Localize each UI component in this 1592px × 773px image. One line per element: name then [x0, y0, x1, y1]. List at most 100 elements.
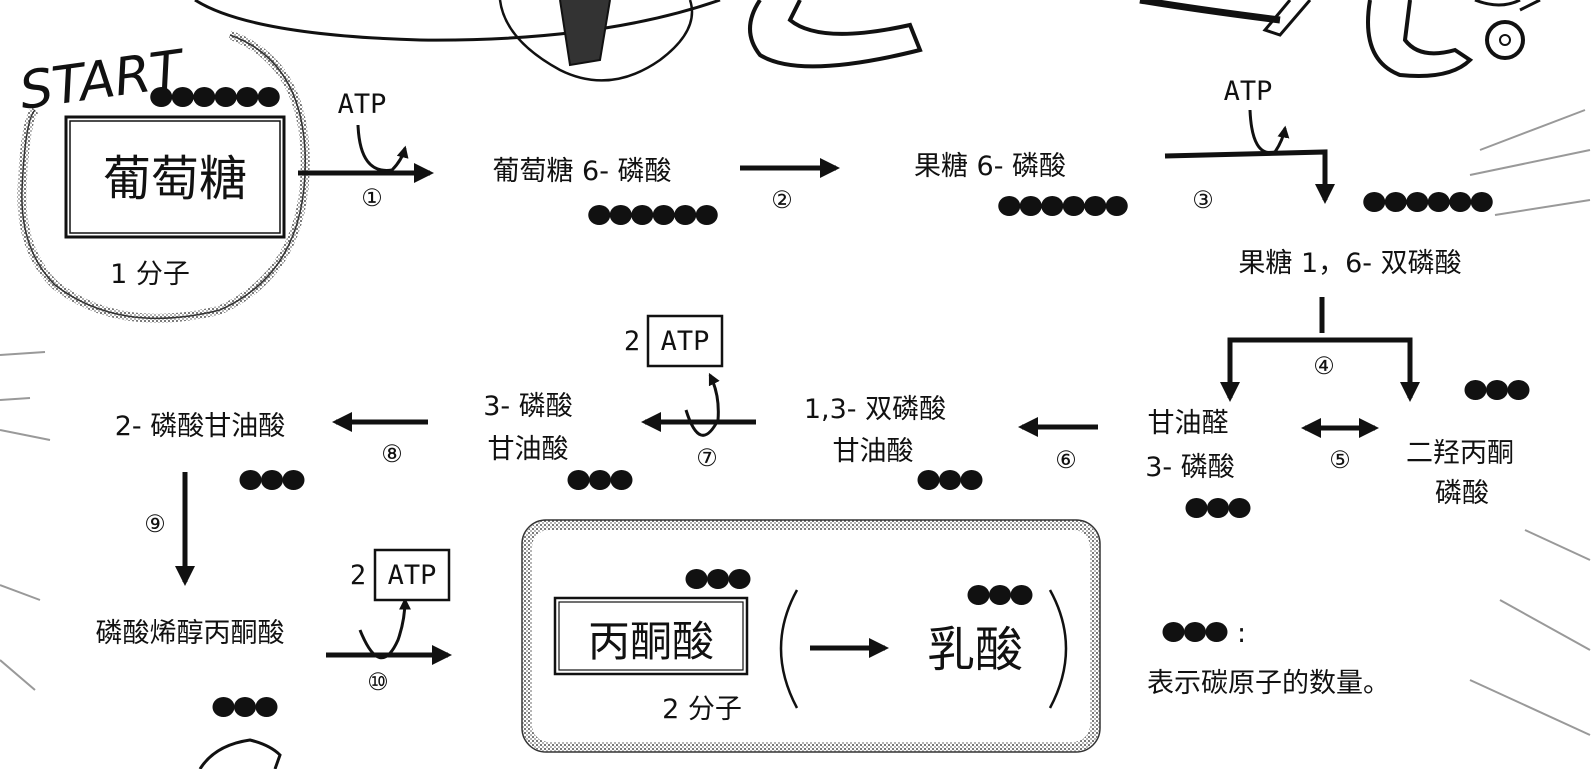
carbon-dot [1105, 196, 1128, 216]
carbon-dots [588, 205, 718, 225]
carbon-dot [609, 205, 632, 225]
fbp-label: 果糖 1，6- 双磷酸 [1238, 248, 1461, 279]
step-6-number: ⑥ [1055, 446, 1077, 474]
carbon-dots [967, 585, 1033, 605]
phosphoenolpyruvate-node: 磷酸烯醇丙酮酸 [96, 618, 285, 717]
pyruvate-node: 丙酮酸 2 分子 [553, 569, 751, 725]
carbon-dot [1486, 380, 1508, 400]
3-phosphoglycerate-node: 3- 磷酸 甘油酸 [483, 391, 633, 490]
carbon-dot [282, 470, 305, 490]
carbon-dot [967, 585, 990, 605]
glucose-6-phosphate-node: 葡萄糖 6- 磷酸 [492, 156, 718, 225]
carbon-dot [261, 470, 283, 490]
carbon-dot [960, 470, 983, 490]
lactate-label: 乳酸 [927, 622, 1023, 678]
carbon-dot [1507, 380, 1530, 400]
carbon-dot [193, 87, 216, 107]
step-4: ④ [1220, 297, 1420, 402]
carbon-dot [257, 87, 280, 107]
legend-colon: : [1237, 618, 1246, 649]
atp-label-step-3: ATP [1224, 76, 1273, 107]
carbon-dots [685, 569, 751, 589]
carbon-dots [998, 196, 1128, 216]
step-7: 2 ATP ⑦ [624, 314, 756, 472]
top-decoration [194, 0, 1541, 82]
carbon-dot [1363, 192, 1386, 212]
gap-line2: 3- 磷酸 [1145, 452, 1235, 483]
carbon-dot [171, 87, 194, 107]
carbon-dots [239, 470, 305, 490]
carbon-dot [1084, 196, 1107, 216]
carbon-dot [728, 569, 751, 589]
step-9: ⑨ [144, 472, 195, 586]
carbon-dot [1406, 192, 1429, 212]
carbon-dot [589, 470, 611, 490]
carbon-dots [212, 697, 278, 717]
step-8-number: ⑧ [381, 440, 403, 468]
step-3: ATP ③ [1164, 76, 1335, 214]
dhap-line1: 二羟丙酮 [1406, 438, 1514, 469]
bpg-line1: 1,3- 双磷酸 [804, 394, 946, 425]
carbon-dot [567, 470, 590, 490]
start-label: START [16, 39, 190, 122]
carbon-dot [1207, 498, 1229, 518]
pyruvate-label: 丙酮酸 [588, 617, 714, 666]
carbon-dot [1185, 498, 1208, 518]
carbon-dot [685, 569, 708, 589]
bpg-line2: 甘油酸 [833, 436, 914, 467]
carbon-dot [1205, 622, 1228, 642]
legend-text: 表示碳原子的数量。 [1147, 668, 1390, 699]
carbon-dot [214, 87, 237, 107]
pep-label: 磷酸烯醇丙酮酸 [96, 618, 285, 649]
lactate-conversion: 乳酸 [779, 585, 1068, 709]
two-atp-prefix-step-10: 2 [350, 560, 366, 591]
carbon-dots [1464, 380, 1530, 400]
carbon-dot [1464, 380, 1487, 400]
carbon-dot [1384, 192, 1407, 212]
carbon-dot [239, 470, 262, 490]
carbon-dots [1162, 622, 1228, 642]
carbon-dot [1228, 498, 1251, 518]
pg2-label: 2- 磷酸甘油酸 [115, 411, 286, 442]
step-10: 2 ATP ⑩ [326, 548, 452, 696]
carbon-dot [674, 205, 697, 225]
dihydroxyacetone-phosphate-node: 二羟丙酮 磷酸 [1406, 380, 1530, 509]
carbon-dots [1185, 498, 1251, 518]
step-3-number: ③ [1192, 186, 1214, 214]
carbon-dot [212, 697, 235, 717]
step-2-number: ② [771, 186, 793, 214]
step-1: ATP ① [298, 89, 434, 212]
carbon-dot [652, 205, 675, 225]
carbon-dot [1449, 192, 1472, 212]
bottom-decoration [198, 738, 282, 770]
step-5: ⑤ [1301, 418, 1379, 474]
carbon-dot [939, 470, 961, 490]
step-1-number: ① [361, 184, 383, 212]
carbon-dot [588, 205, 611, 225]
step-2: ② [740, 158, 840, 214]
carbon-dots [567, 470, 633, 490]
step-6: ⑥ [1018, 417, 1098, 474]
carbon-dot [150, 87, 173, 107]
legend: : 表示碳原子的数量。 [1147, 618, 1390, 699]
pyruvate-count: 2 分子 [662, 694, 742, 725]
carbon-dot [707, 569, 729, 589]
glucose-count: 1 分子 [110, 259, 190, 290]
step-8: ⑧ [332, 412, 428, 468]
carbon-dot [1019, 196, 1042, 216]
fructose-1-6-bisphosphate-node: 果糖 1，6- 双磷酸 [1238, 192, 1493, 279]
glucose-label: 葡萄糖 [103, 151, 247, 207]
gap-line1: 甘油醛 [1148, 408, 1229, 439]
carbon-dot [234, 697, 256, 717]
atp-label-step-10: ATP [388, 560, 437, 591]
carbon-dot [989, 585, 1011, 605]
carbon-dot [1184, 622, 1206, 642]
1-3-bisphosphoglycerate-node: 1,3- 双磷酸 甘油酸 [804, 394, 983, 490]
step-7-number: ⑦ [696, 444, 718, 472]
dhap-line2: 磷酸 [1435, 478, 1489, 509]
carbon-dot [1162, 622, 1185, 642]
step-4-number: ④ [1313, 352, 1335, 380]
carbon-dot [1010, 585, 1033, 605]
carbon-dot [1427, 192, 1450, 212]
glyceraldehyde-3-phosphate-node: 甘油醛 3- 磷酸 [1145, 408, 1251, 518]
